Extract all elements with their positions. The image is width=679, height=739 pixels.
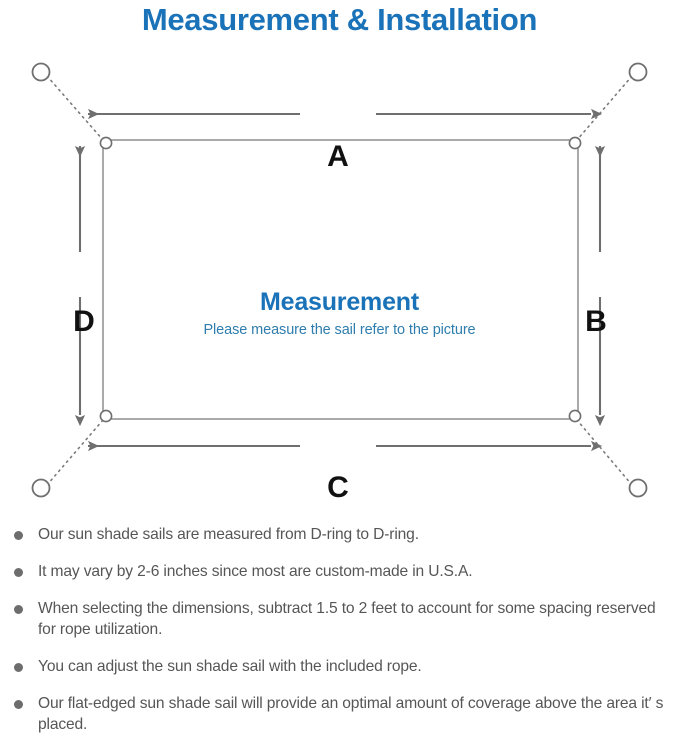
d-ring-top-right bbox=[568, 136, 582, 150]
d-ring-top-left bbox=[99, 136, 113, 150]
note-item: Our flat-edged sun shade sail will provi… bbox=[10, 693, 675, 735]
bullet-icon bbox=[14, 700, 23, 709]
rope-bottom-right bbox=[576, 419, 633, 486]
anchor-ring-top-right bbox=[628, 62, 648, 82]
note-text: Our flat-edged sun shade sail will provi… bbox=[38, 695, 664, 733]
note-text: When selecting the dimensions, subtract … bbox=[38, 600, 656, 638]
measurement-diagram: Measurement Please measure the sail refe… bbox=[0, 45, 679, 515]
d-rings bbox=[99, 136, 582, 423]
dimension-arrows bbox=[74, 108, 606, 452]
d-ring-bottom-left bbox=[99, 409, 113, 423]
anchor-rings bbox=[31, 62, 648, 498]
rope-top-right bbox=[576, 75, 633, 141]
bullet-icon bbox=[14, 663, 23, 672]
anchor-ring-bottom-right bbox=[628, 478, 648, 498]
diagram-canvas bbox=[31, 62, 648, 498]
dimension-label-a: A bbox=[327, 140, 349, 173]
measurement-subtitle: Please measure the sail refer to the pic… bbox=[203, 322, 476, 338]
sail-rectangle bbox=[102, 139, 579, 420]
page-title: Measurement & Installation bbox=[141, 2, 538, 37]
notes-list: Our sun shade sails are measured from D-… bbox=[10, 524, 675, 735]
dimension-label-c: C bbox=[327, 471, 349, 504]
rope-top-left bbox=[46, 75, 104, 141]
dimension-label-d: D bbox=[73, 305, 95, 338]
note-item: Our sun shade sails are measured from D-… bbox=[10, 524, 675, 545]
dimension-label-b: B bbox=[585, 305, 607, 338]
bullet-icon bbox=[14, 531, 23, 540]
measurement-heading: Measurement bbox=[260, 288, 419, 316]
d-ring-bottom-right bbox=[568, 409, 582, 423]
note-item: When selecting the dimensions, subtract … bbox=[10, 598, 675, 640]
rope-bottom-left bbox=[46, 419, 104, 486]
anchor-ring-bottom-left bbox=[31, 478, 51, 498]
note-text: Our sun shade sails are measured from D-… bbox=[38, 526, 419, 543]
rope-lines bbox=[46, 75, 633, 486]
note-text: It may vary by 2-6 inches since most are… bbox=[38, 563, 473, 580]
note-text: You can adjust the sun shade sail with t… bbox=[38, 658, 422, 675]
note-item: It may vary by 2-6 inches since most are… bbox=[10, 561, 675, 582]
anchor-ring-top-left bbox=[31, 62, 51, 82]
bullet-icon bbox=[14, 605, 23, 614]
note-item: You can adjust the sun shade sail with t… bbox=[10, 656, 675, 677]
bullet-icon bbox=[14, 568, 23, 577]
